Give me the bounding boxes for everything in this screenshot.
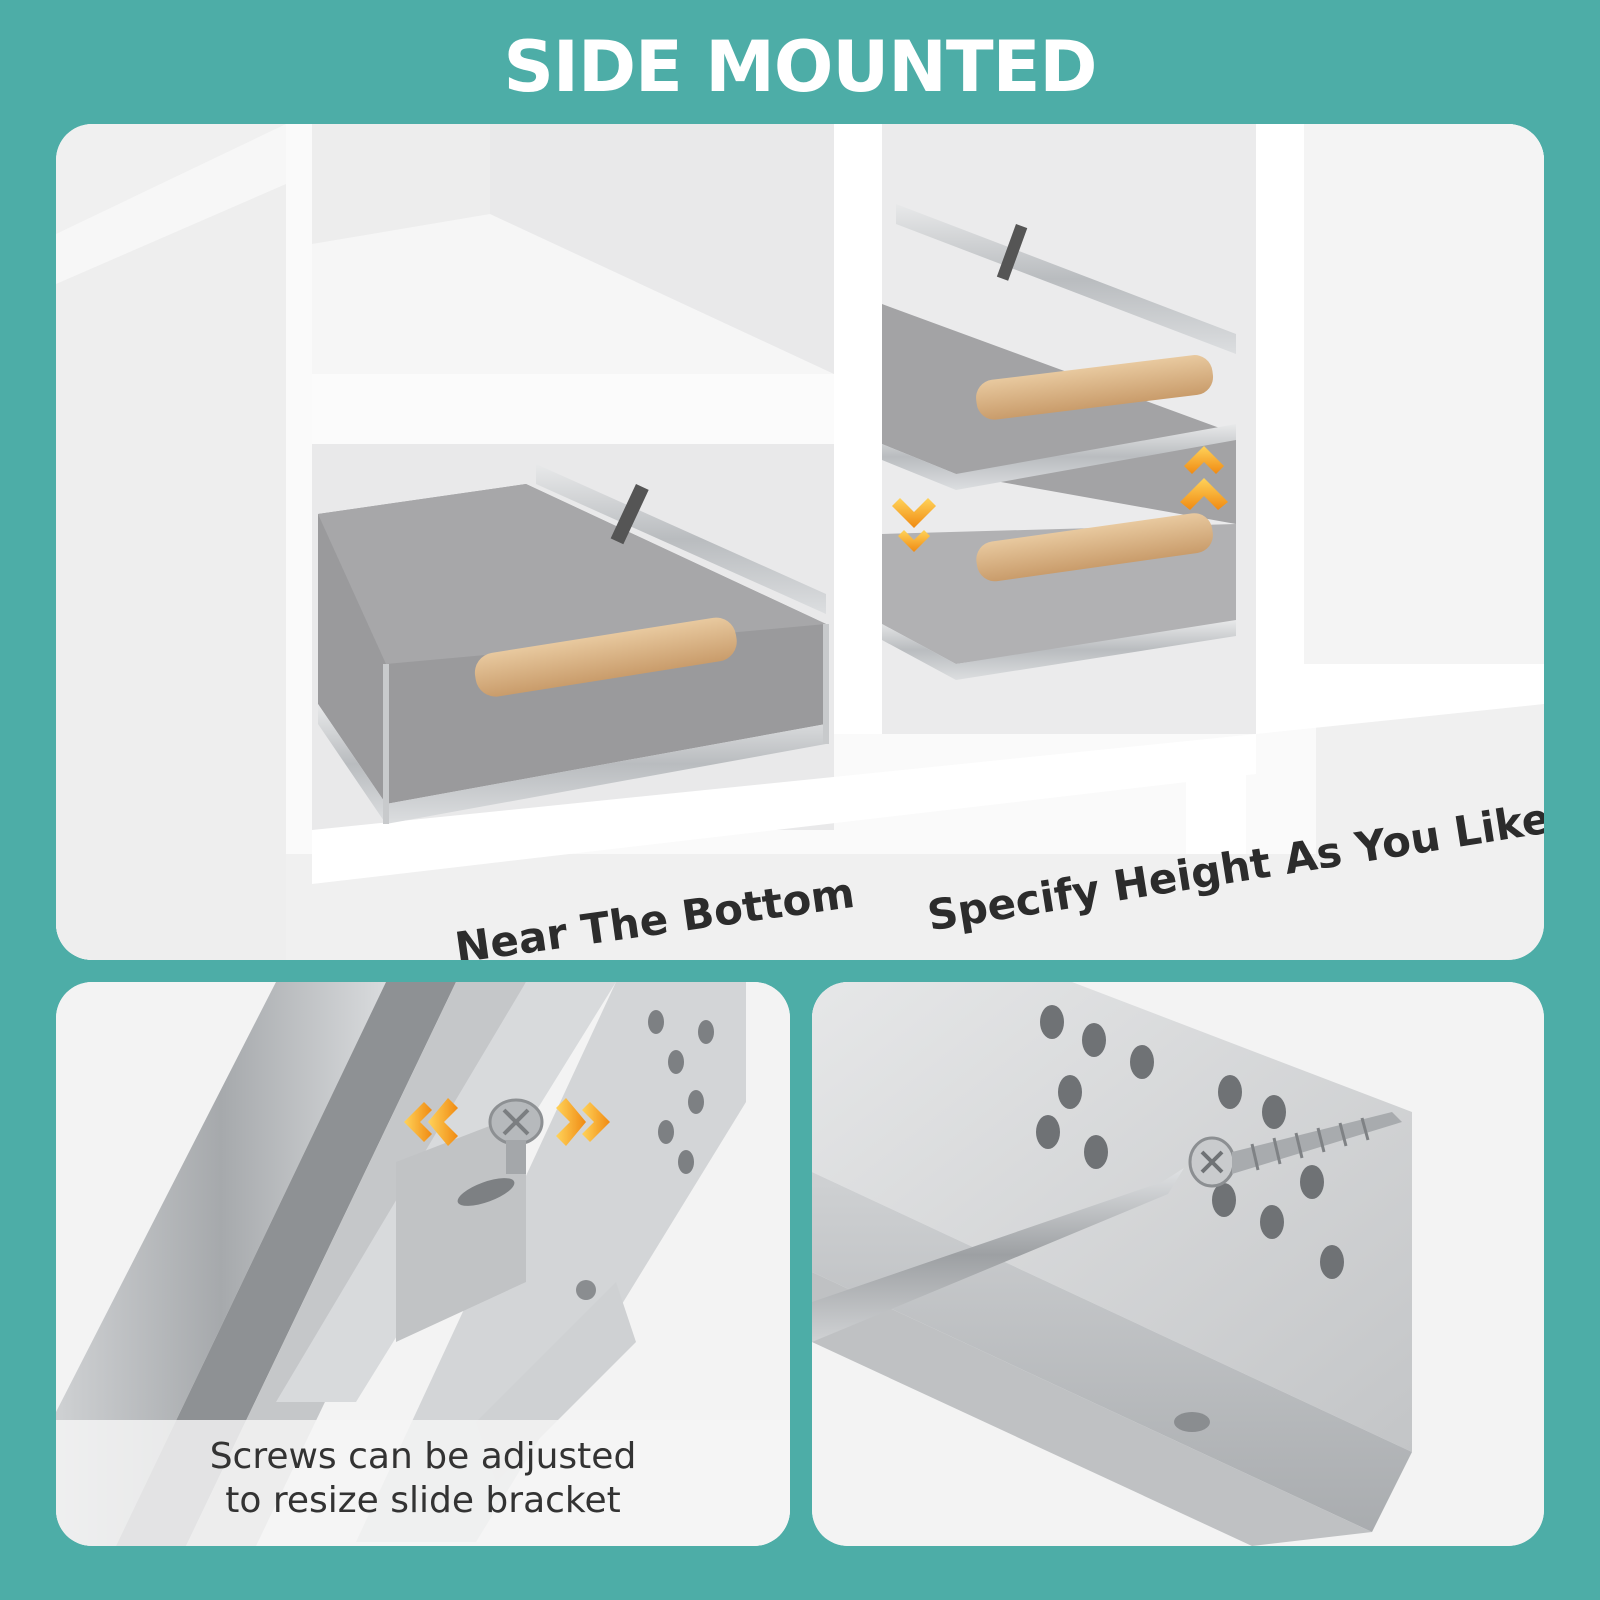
cabinet-illustration bbox=[56, 124, 1544, 960]
adjust-screw bbox=[488, 1098, 544, 1174]
wood-handle bbox=[474, 617, 737, 697]
mounting-holes bbox=[1036, 1005, 1344, 1279]
upper-drawer bbox=[882, 204, 1236, 524]
wood-handle-middle bbox=[976, 513, 1213, 582]
caption-line-1: Screws can be adjusted bbox=[209, 1436, 637, 1477]
slide-rail bbox=[56, 982, 386, 1546]
middle-drawer bbox=[882, 513, 1236, 680]
bottom-drawer bbox=[318, 464, 829, 824]
arrow-right-icon bbox=[556, 1098, 610, 1146]
wood-handle-upper bbox=[976, 355, 1214, 420]
caption-background bbox=[56, 1420, 790, 1546]
screw-install-panel bbox=[812, 982, 1544, 1546]
bracket-adjust-panel: Screws can be adjusted to resize slide b… bbox=[56, 982, 790, 1546]
arrow-up-icon bbox=[1180, 446, 1228, 510]
screw-install-illustration bbox=[812, 982, 1544, 1546]
wood-screw bbox=[1188, 1112, 1402, 1188]
bracket-caption: Screws can be adjusted to resize slide b… bbox=[56, 1435, 790, 1523]
caption-line-2: to resize slide bracket bbox=[225, 1480, 621, 1521]
arrow-down-icon bbox=[892, 498, 936, 552]
arrow-left-icon bbox=[404, 1098, 458, 1146]
screwdriver bbox=[812, 1168, 1184, 1342]
page-title: SIDE MOUNTED bbox=[503, 26, 1097, 108]
shelf bbox=[312, 374, 834, 444]
slide-bracket bbox=[356, 982, 746, 1542]
cabinet-illustration-panel: Near The Bottom Specify Height As You Li… bbox=[56, 124, 1544, 960]
divider bbox=[834, 124, 882, 734]
